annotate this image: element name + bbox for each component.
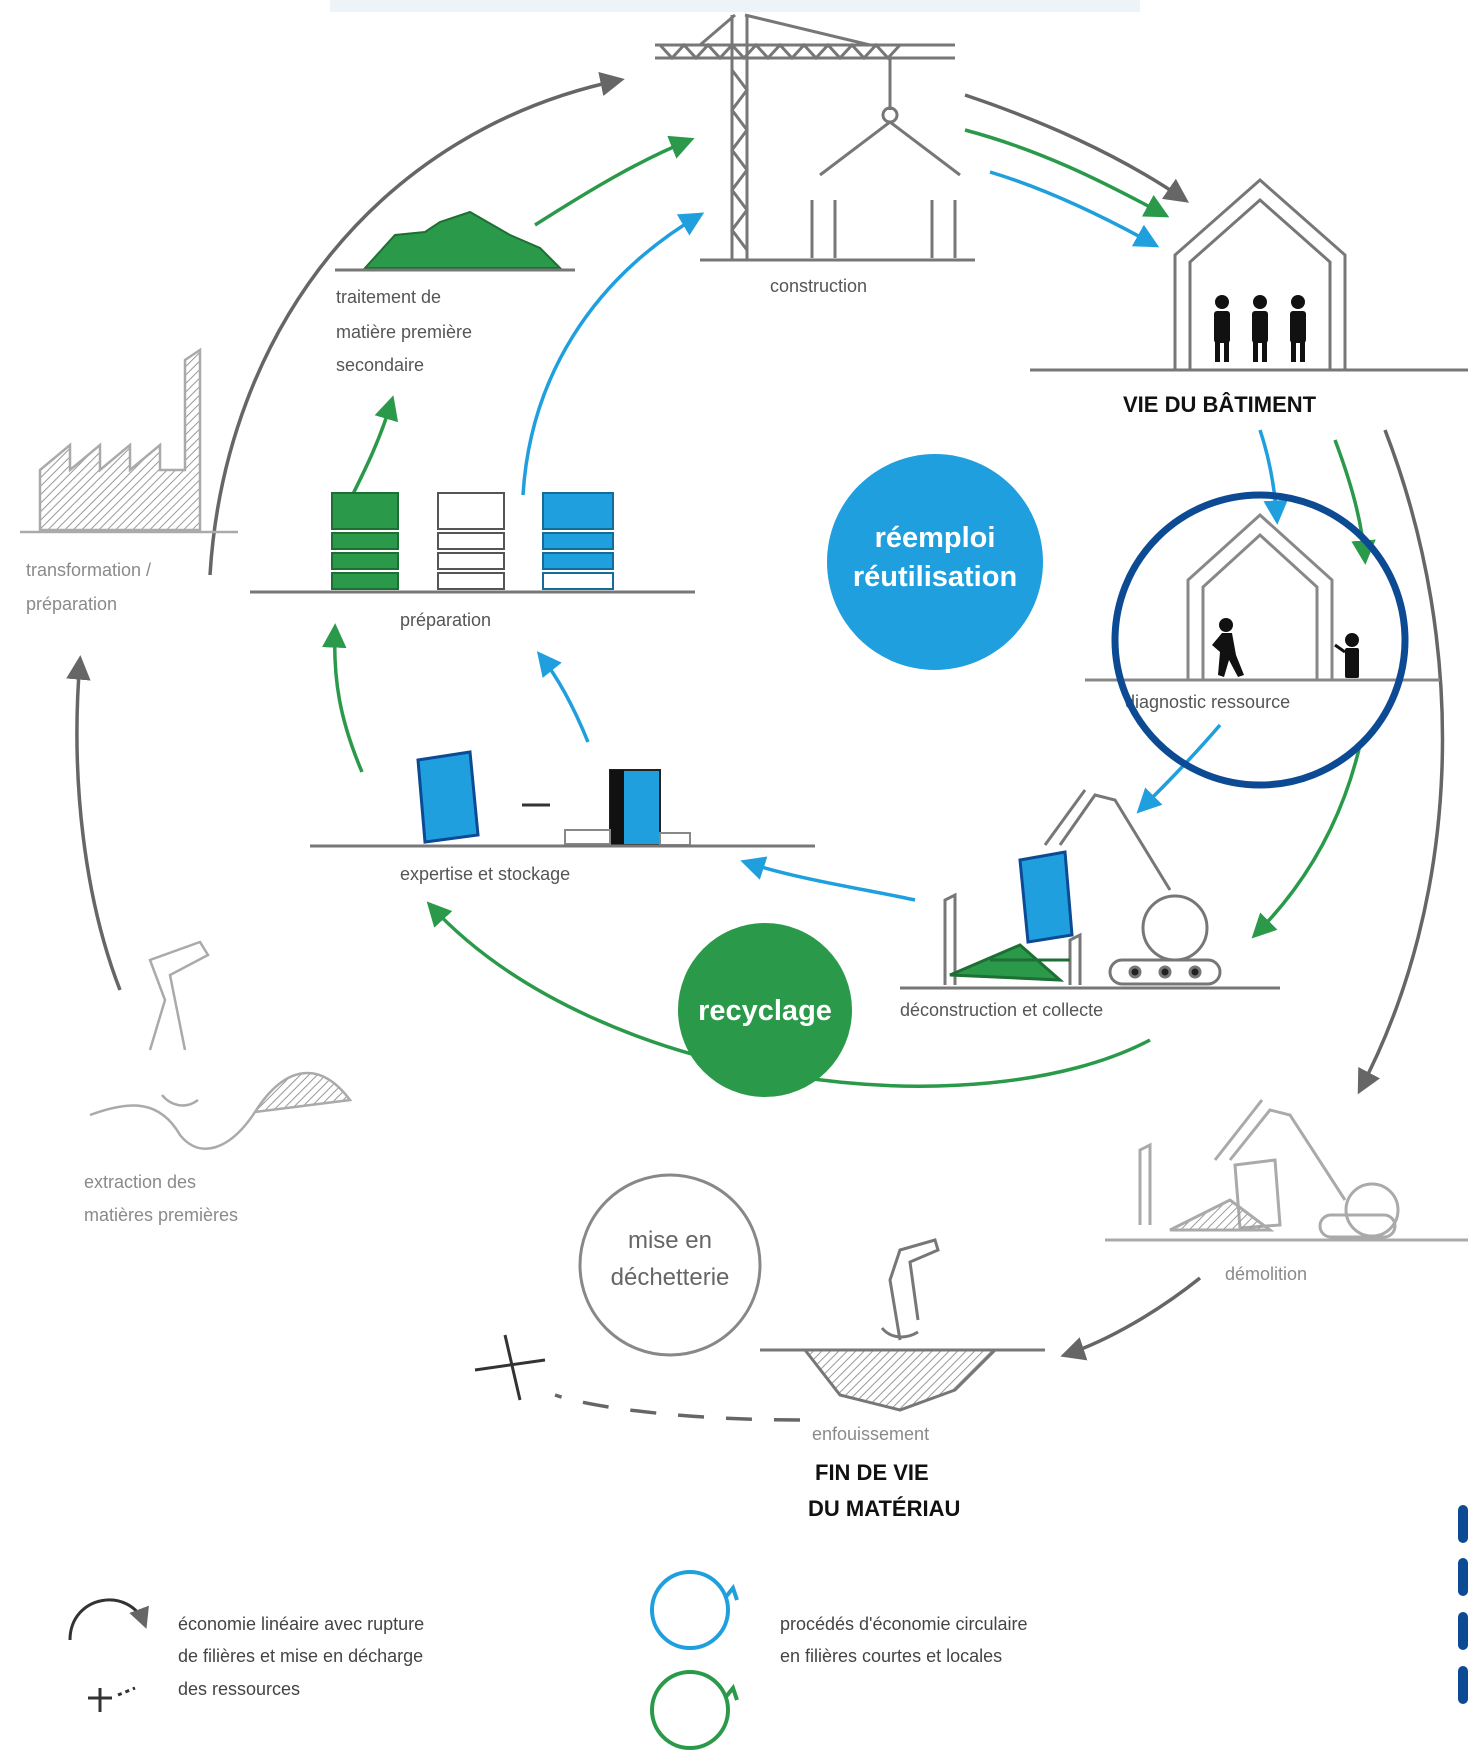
reemploi-bubble: réemploi réutilisation [827,454,1043,670]
dechetterie-label-2: déchetterie [611,1264,730,1291]
arrow-vie-to-demolition [1357,429,1445,1095]
green-pallet [331,492,399,590]
reemploi-label-2: réutilisation [853,561,1017,593]
diagnostic-label: diagnostic ressource [1125,692,1290,712]
extraction-label-1: extraction des [84,1172,196,1192]
dashed-line-to-landfill [554,1393,801,1422]
deconstruction-label: déconstruction et collecte [900,1000,1103,1020]
edge-marks [1458,1505,1468,1704]
landfill-icon [760,1238,1045,1412]
enfouissement-label: enfouissement [812,1424,929,1444]
landfill-cross-icon [474,1334,546,1401]
bin-icon [310,750,815,848]
arrow-demolition-to-enfouissement [1060,1276,1202,1361]
legend-circular-2: en filières courtes et locales [780,1646,1002,1666]
pile-icon [335,210,575,272]
circular-economy-icon [650,1570,739,1750]
arrow-vie-to-diagnostic-blue [1258,429,1288,525]
arrow-diagnostic-to-deconstruction-blue [1136,723,1222,814]
fin-de-vie-line2: DU MATÉRIAU [808,1496,960,1521]
dechetterie-bubble: mise en déchetterie [578,1173,762,1357]
traitement-label-1: traitement de [336,287,441,307]
white-pallet [437,492,505,590]
highlight-circle [1111,491,1409,789]
arrow-construction-to-vie [964,93,1190,203]
demolition-label: démolition [1225,1264,1307,1284]
arrow-traitement-to-construction [534,135,695,227]
expertise-label: expertise et stockage [400,864,570,884]
people-icon [1214,295,1306,362]
arrow-vie-to-diagnostic-green [1333,439,1376,565]
arrow-deconstruction-to-expertise-blue [740,856,916,902]
transformation-label-2: préparation [26,594,117,614]
legend-linear-1: économie linéaire avec rupture [178,1614,424,1634]
recyclage-label: recyclage [698,995,832,1027]
reemploi-label-1: réemploi [875,522,996,554]
crane-icon [655,13,975,262]
arrow-construction-to-vie-green [964,128,1170,218]
factory-icon [20,347,238,534]
green-debris-icon [949,943,1070,982]
collected-bin-icon [1018,850,1074,944]
arrow-expertise-to-preparation-green [322,623,364,773]
traitement-label-3: secondaire [336,355,424,375]
top-banner [330,0,1140,12]
extraction-label-2: matières premières [84,1205,238,1225]
legend: économie linéaire avec rupture de filièr… [68,1570,1028,1750]
recyclage-bubble: recyclage [678,923,852,1097]
traitement-label-2: matière première [336,322,472,342]
legend-linear-2: de filières et mise en décharge [178,1646,423,1666]
vie-du-batiment-title: VIE DU BÂTIMENT [1123,392,1317,417]
arrow-preparation-to-traitement-green [348,395,399,501]
construction-label: construction [770,276,867,296]
arrow-transformation-to-construction [208,72,625,576]
excavator-icon [900,789,1280,990]
inspector-icon [1212,618,1359,678]
diagnostic-icon [1085,512,1440,682]
arrow-preparation-to-construction-blue [521,212,705,496]
legend-circular-1: procédés d'économie circulaire [780,1614,1028,1634]
demolition-icon [1105,1099,1468,1242]
blue-pallet [542,492,614,590]
arrow-extraction-to-transformation [66,655,122,991]
house-icon [1030,177,1468,372]
preparation-label: préparation [400,610,491,630]
dechetterie-label-1: mise en [628,1227,712,1254]
fin-de-vie-line1: FIN DE VIE [815,1460,929,1485]
arrow-construction-to-vie-blue [989,170,1160,248]
transformation-label-1: transformation / [26,560,151,580]
arrow-expertise-to-preparation-blue [536,651,590,743]
linear-economy-icon [68,1598,149,1712]
arrow-diagnostic-to-deconstruction-green [1251,744,1362,939]
arrows [66,72,1445,1422]
legend-linear-3: des ressources [178,1679,300,1699]
pallet-icon [250,492,695,594]
extraction-icon [89,940,353,1150]
